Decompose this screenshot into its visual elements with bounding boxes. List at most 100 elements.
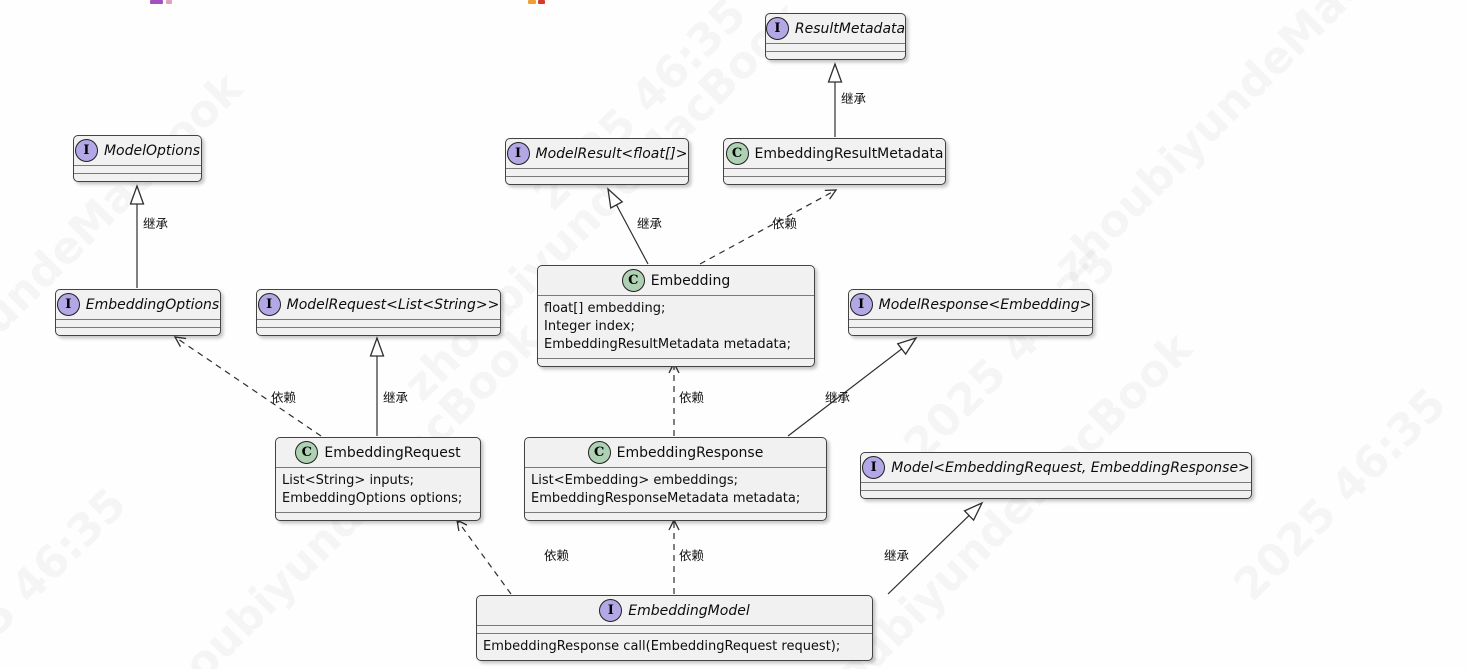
empty-methods-compartment xyxy=(257,328,500,335)
watermark-fragment xyxy=(528,0,536,4)
watermark-text: 2025 46:35 xyxy=(523,0,757,222)
empty-fields-compartment xyxy=(56,320,220,328)
inheritance-edge-embedding-to-modelResult xyxy=(607,187,649,265)
watermark-text: 2025 46:35 xyxy=(0,478,137,669)
inheritance-edge-embeddingModel-to-model xyxy=(887,501,984,595)
edge-label: 依赖 xyxy=(772,216,798,231)
empty-methods-compartment xyxy=(766,52,905,59)
empty-fields-compartment xyxy=(724,169,945,177)
interface-icon: I xyxy=(849,293,873,316)
interface-icon: I xyxy=(506,142,530,165)
methods-compartment: EmbeddingResponse call(EmbeddingRequest … xyxy=(477,634,872,660)
empty-methods-compartment xyxy=(56,328,220,335)
interface-icon: I xyxy=(862,456,886,479)
interface-box-resultMetadata: I ResultMetadata xyxy=(765,13,906,60)
field-row: List<Embedding> embeddings; xyxy=(531,473,739,488)
field-row: Integer index; xyxy=(544,318,635,334)
empty-methods-compartment xyxy=(849,328,1092,335)
edge-label: 继承 xyxy=(825,390,851,405)
field-row: EmbeddingResultMetadata metadata; xyxy=(544,336,791,352)
interface-box-model: I Model<EmbeddingRequest, EmbeddingRespon… xyxy=(860,452,1252,499)
class-icon: C xyxy=(587,441,611,464)
watermark-fragment xyxy=(538,0,545,4)
edge-label: 继承 xyxy=(884,548,910,563)
dependency-edge-embeddingModel-to-embeddingRequest xyxy=(456,518,512,595)
node-header: C EmbeddingResponse xyxy=(525,438,826,468)
empty-methods-compartment xyxy=(506,177,688,184)
edge-label: 依赖 xyxy=(679,390,705,405)
watermark-text: zhoubiyundeMacBook xyxy=(1043,0,1463,291)
interface-icon: I xyxy=(765,17,789,40)
empty-methods-compartment xyxy=(525,513,826,520)
empty-fields-compartment xyxy=(506,169,688,177)
empty-fields-compartment xyxy=(257,320,500,328)
fields-compartment: List<String> inputs; EmbeddingOptions opt… xyxy=(276,468,480,513)
interface-box-modelRequest: I ModelRequest<List<String>> xyxy=(256,289,501,336)
node-header: I ResultMetadata xyxy=(765,14,906,44)
class-icon: C xyxy=(725,142,749,165)
node-header: I ModelRequest<List<String>> xyxy=(257,290,500,320)
interface-icon: I xyxy=(74,139,98,162)
edge-label: 依赖 xyxy=(679,548,705,563)
interface-icon: I xyxy=(56,293,80,316)
node-header: I EmbeddingModel xyxy=(477,596,872,626)
empty-methods-compartment xyxy=(538,359,814,366)
field-row: EmbeddingOptions options; xyxy=(282,490,463,506)
edge-label: 依赖 xyxy=(544,548,570,563)
edge-label: 继承 xyxy=(383,390,409,405)
watermark-text: 2025 46:35 xyxy=(893,238,1127,471)
dependency-edge-embedding-to-embeddingResultMetadata xyxy=(699,189,838,265)
edge-label: 继承 xyxy=(143,216,169,231)
node-title: EmbeddingModel xyxy=(628,602,750,619)
empty-fields-compartment xyxy=(861,483,1251,491)
empty-fields-compartment xyxy=(766,44,905,52)
interface-box-modelResponse: I ModelResponse<Embedding> xyxy=(848,289,1093,336)
empty-methods-compartment xyxy=(276,513,480,520)
field-row: float[] embedding; xyxy=(544,301,666,316)
fields-compartment: float[] embedding; Integer index; Embeddin… xyxy=(538,296,814,359)
node-title: ModelResponse<Embedding> xyxy=(878,296,1092,313)
method-row: EmbeddingResponse call(EmbeddingRequest … xyxy=(483,639,841,654)
watermark-fragment xyxy=(166,0,172,4)
node-title: Embedding xyxy=(650,272,731,289)
node-title: ModelRequest<List<String>> xyxy=(286,296,500,313)
interface-icon: I xyxy=(257,293,281,316)
empty-fields-compartment xyxy=(849,320,1092,328)
class-icon: C xyxy=(621,269,645,292)
interface-icon: I xyxy=(599,599,623,622)
node-title: EmbeddingRequest xyxy=(324,444,461,461)
dependency-edge-embeddingRequest-to-embeddingOptions xyxy=(173,336,322,437)
watermark-fragment xyxy=(150,0,163,4)
empty-methods-compartment xyxy=(74,174,201,181)
edge-label: 依赖 xyxy=(271,390,297,405)
node-title: ResultMetadata xyxy=(794,20,906,37)
empty-fields-compartment xyxy=(477,626,872,634)
fields-compartment: List<Embedding> embeddings; EmbeddingResp… xyxy=(525,468,826,513)
node-title: Model<EmbeddingRequest, EmbeddingRespons… xyxy=(891,459,1250,476)
node-title: EmbeddingResponse xyxy=(616,444,764,461)
node-title: EmbeddingOptions xyxy=(85,296,220,313)
empty-fields-compartment xyxy=(74,166,201,174)
node-header: C Embedding xyxy=(538,266,814,296)
node-header: C EmbeddingRequest xyxy=(276,438,480,468)
empty-methods-compartment xyxy=(861,491,1251,498)
class-box-embedding: C Embedding float[] embedding; Integer inde… xyxy=(537,265,815,367)
node-header: I Model<EmbeddingRequest, EmbeddingRespon… xyxy=(861,453,1251,483)
watermark-text: zhoubiyundeMacBook xyxy=(0,62,253,481)
empty-methods-compartment xyxy=(724,177,945,184)
watermark-text: 2025 46:35 xyxy=(1223,378,1457,611)
class-icon: C xyxy=(295,441,319,464)
node-header: I ModelResponse<Embedding> xyxy=(849,290,1092,320)
field-row: List<String> inputs; xyxy=(282,473,415,488)
edge-label: 继承 xyxy=(841,91,867,106)
field-row: EmbeddingResponseMetadata metadata; xyxy=(531,490,801,506)
